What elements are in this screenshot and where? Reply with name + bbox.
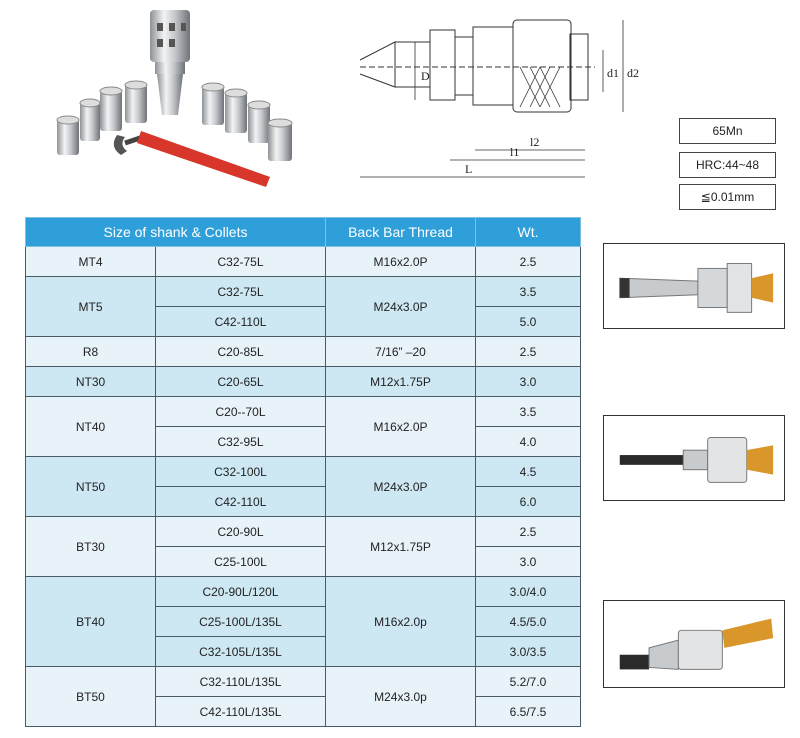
shank-cell: MT4 bbox=[25, 246, 156, 277]
header-thread: Back Bar Thread bbox=[325, 217, 476, 247]
shank-cell: NT40 bbox=[25, 396, 156, 457]
collet-cell: C32-110L/135L bbox=[155, 666, 326, 697]
weight-cell: 5.0 bbox=[475, 306, 581, 337]
weight-cell: 6.5/7.5 bbox=[475, 696, 581, 727]
dim-d: D bbox=[421, 69, 430, 83]
accuracy-spec: ≦0.01mm bbox=[679, 184, 776, 210]
shank-cell: BT50 bbox=[25, 666, 156, 727]
wrench bbox=[113, 131, 270, 187]
weight-cell: 6.0 bbox=[475, 486, 581, 517]
technical-drawing: D d1 d2 l2 l1 L bbox=[359, 19, 639, 178]
shank-cell: BT40 bbox=[25, 576, 156, 667]
thread-cell: M24x3.0P bbox=[325, 456, 476, 517]
collets bbox=[56, 80, 293, 161]
material-spec: 65Mn bbox=[679, 118, 776, 144]
shank-cell: MT5 bbox=[25, 276, 156, 337]
weight-cell: 3.5 bbox=[475, 396, 581, 427]
side-photo-r8-shank bbox=[603, 415, 785, 501]
collet-cell: C20-90L bbox=[155, 516, 326, 547]
collet-cell: C20-65L bbox=[155, 366, 326, 397]
dim-l1: l1 bbox=[510, 145, 519, 159]
thread-cell: 7/16” –20 bbox=[325, 336, 476, 367]
weight-cell: 2.5 bbox=[475, 246, 581, 277]
weight-cell: 2.5 bbox=[475, 516, 581, 547]
collet-cell: C42-110L/135L bbox=[155, 696, 326, 727]
shank-cell: R8 bbox=[25, 336, 156, 367]
dim-d1: d1 bbox=[607, 66, 619, 80]
weight-cell: 3.0/3.5 bbox=[475, 636, 581, 667]
collet-cell: C32-100L bbox=[155, 456, 326, 487]
weight-cell: 4.5/5.0 bbox=[475, 606, 581, 637]
shank-cell: NT50 bbox=[25, 456, 156, 517]
product-photo bbox=[56, 10, 293, 187]
spec-table: Size of shank & Collets Back Bar Thread … bbox=[25, 217, 581, 727]
collet-cell: C42-110L bbox=[155, 306, 326, 337]
collet-cell: C42-110L bbox=[155, 486, 326, 517]
weight-cell: 4.5 bbox=[475, 456, 581, 487]
collet-cell: C20-85L bbox=[155, 336, 326, 367]
chuck-body bbox=[150, 10, 190, 115]
shank-cell: NT30 bbox=[25, 366, 156, 397]
weight-cell: 3.0 bbox=[475, 546, 581, 577]
collet-cell: C20--70L bbox=[155, 396, 326, 427]
hardness-spec: HRC:44~48 bbox=[679, 152, 776, 178]
thread-cell: M24x3.0P bbox=[325, 276, 476, 337]
knurl-pattern bbox=[519, 66, 561, 108]
thread-cell: M16x2.0P bbox=[325, 246, 476, 277]
thread-cell: M24x3.0p bbox=[325, 666, 476, 727]
weight-cell: 5.2/7.0 bbox=[475, 666, 581, 697]
weight-cell: 4.0 bbox=[475, 426, 581, 457]
side-photo-bt-shank bbox=[603, 600, 785, 688]
weight-cell: 3.0 bbox=[475, 366, 581, 397]
table-row: C32-105L/135L 3.0/3.5 bbox=[25, 636, 581, 667]
thread-cell: M16x2.0P bbox=[325, 396, 476, 457]
thread-cell: M12x1.75P bbox=[325, 516, 476, 577]
header-size: Size of shank & Collets bbox=[25, 217, 326, 247]
collet-cell: C32-105L/135L bbox=[155, 636, 326, 667]
collet-cell: C32-75L bbox=[155, 276, 326, 307]
collet-cell: C32-95L bbox=[155, 426, 326, 457]
dim-l2: l2 bbox=[530, 135, 539, 149]
side-photo-mt-shank bbox=[603, 243, 785, 329]
thread-cell: M16x2.0p bbox=[325, 576, 476, 667]
thread-cell: M12x1.75P bbox=[325, 366, 476, 397]
header-weight: Wt. bbox=[475, 217, 581, 247]
dim-d2: d2 bbox=[627, 66, 639, 80]
collet-cell: C20-90L/120L bbox=[155, 576, 326, 607]
collet-cell: C32-75L bbox=[155, 246, 326, 277]
dim-l: L bbox=[465, 162, 472, 176]
collet-cell: C25-100L bbox=[155, 546, 326, 577]
weight-cell: 3.5 bbox=[475, 276, 581, 307]
weight-cell: 3.0/4.0 bbox=[475, 576, 581, 607]
shank-cell: BT30 bbox=[25, 516, 156, 577]
table-header-row: Size of shank & Collets Back Bar Thread … bbox=[25, 217, 581, 247]
collet-cell: C25-100L/135L bbox=[155, 606, 326, 637]
weight-cell: 2.5 bbox=[475, 336, 581, 367]
